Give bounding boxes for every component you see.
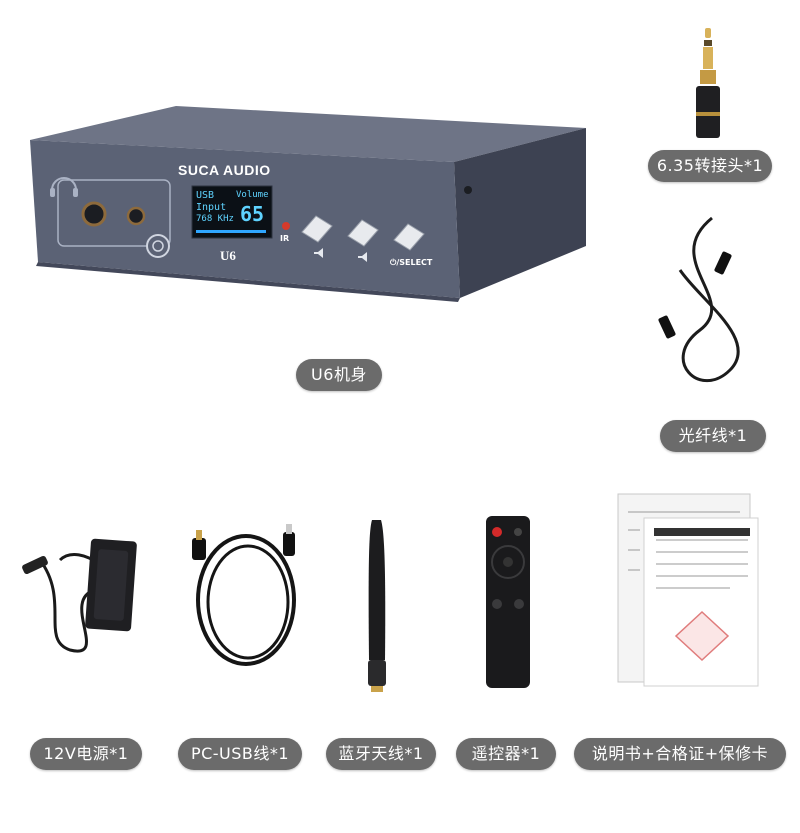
select-label: ⏻/SELECT xyxy=(390,258,433,267)
model-label: U6 xyxy=(220,248,236,263)
display-line-input: Input xyxy=(196,202,227,213)
label-remote: 遥控器*1 xyxy=(456,738,556,770)
label-adapter: 6.35转接头*1 xyxy=(648,150,772,182)
label-usb: PC-USB线*1 xyxy=(178,738,302,770)
display-line-usb: USB xyxy=(196,190,215,201)
label-main-unit: U6机身 xyxy=(296,359,382,391)
label-antenna: 蓝牙天线*1 xyxy=(326,738,436,770)
display-volume-label: Volume xyxy=(236,190,269,200)
label-power: 12V电源*1 xyxy=(30,738,142,770)
label-docs: 说明书+合格证+保修卡 xyxy=(574,738,786,770)
ir-label: IR xyxy=(280,234,290,243)
display-volume-value: 65 xyxy=(240,202,265,226)
label-optical: 光纤线*1 xyxy=(660,420,766,452)
brand-logo: SUCA AUDIO xyxy=(178,162,271,178)
display-line-rate: 768 KHz xyxy=(196,214,234,224)
